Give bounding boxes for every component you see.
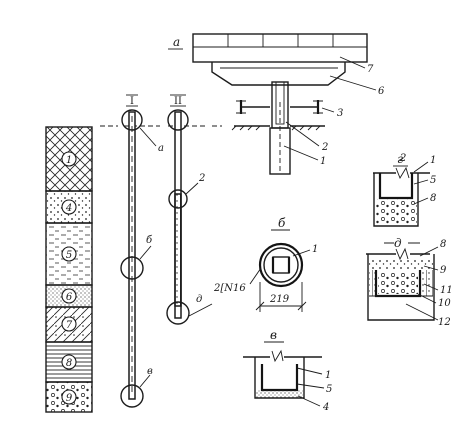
detail-d-casing xyxy=(367,254,435,321)
layer-marker-7 xyxy=(61,316,77,332)
leader-b xyxy=(139,245,152,260)
pile-1-detail-b-circle xyxy=(120,256,144,280)
detail-d-label-8: 8 xyxy=(440,239,446,250)
detail-a-label-3: 3 xyxy=(337,108,343,119)
detail-g-label-8: 8 xyxy=(430,193,436,204)
pile-1-detail-a-circle xyxy=(121,109,143,131)
detail-v: в 1 5 4 xyxy=(243,328,332,413)
detail-a-letter: а xyxy=(173,35,180,49)
grillage-beam xyxy=(211,62,346,86)
layer-label-7: 7 xyxy=(66,320,73,331)
soil-column: 1 4 5 6 7 8 9 xyxy=(45,126,93,413)
pile-2-detail-d-circle xyxy=(166,301,190,325)
layer-marker-9 xyxy=(61,389,77,405)
tube-inner xyxy=(263,247,299,283)
pile-2-label-d: д xyxy=(196,294,202,305)
slab xyxy=(192,33,368,63)
detail-a-label-7: 7 xyxy=(367,64,374,75)
detail-g-letter: г xyxy=(397,152,403,166)
detail-g-label-5: 5 xyxy=(430,175,436,186)
channel-core xyxy=(272,256,290,274)
pile-1-label-v: в xyxy=(147,366,153,377)
layer-marker-4 xyxy=(61,199,77,215)
detail-a-label-1: 1 xyxy=(320,156,326,167)
detail-g-channel xyxy=(378,173,414,200)
detail-d-label-9: 9 xyxy=(440,265,447,276)
detail-v-plug xyxy=(256,390,303,398)
detail-g-fill xyxy=(375,199,417,225)
layer-label-9: 9 xyxy=(66,393,73,404)
layer-marker-5 xyxy=(61,246,77,262)
detail-v-label-4: 4 xyxy=(322,402,329,413)
leader-v xyxy=(139,374,151,388)
pile-2: II 2 д xyxy=(166,94,213,325)
detail-b-letter: б xyxy=(278,216,286,230)
leader-2 xyxy=(185,182,199,195)
detail-a-label-6: 6 xyxy=(378,86,385,97)
detail-v-label-5: 5 xyxy=(326,384,332,395)
detail-d-label-10: 10 xyxy=(438,298,451,309)
detail-g: г 2 1 5 8 xyxy=(373,152,436,227)
tube-outer xyxy=(258,242,304,288)
layer-marker-6 xyxy=(61,288,77,304)
detail-g-label-1: 1 xyxy=(430,155,436,166)
layer-marker-1 xyxy=(61,151,77,167)
detail-a: а 7 6 3 2 1 xyxy=(168,33,385,175)
pile-1-shaft xyxy=(128,111,136,400)
detail-g-label-2: 2 xyxy=(399,153,406,164)
layer-label-4: 4 xyxy=(65,203,72,214)
detail-d-core-fill xyxy=(378,272,418,294)
detail-v-letter: в xyxy=(270,328,277,342)
detail-d-label-11: 11 xyxy=(440,285,453,296)
detail-g-casing xyxy=(373,173,419,227)
layer-label-1: 1 xyxy=(66,155,72,166)
layer-label-5: 5 xyxy=(66,250,72,261)
pile-1-numeral: I xyxy=(130,96,134,107)
detail-b: б 1 2[N16 219 xyxy=(213,216,318,312)
layer-label-6: 6 xyxy=(66,292,73,303)
detail-d-top-fill xyxy=(369,258,433,270)
pile-2-label-2: 2 xyxy=(198,173,205,184)
detail-b-channel-label: 2[N16 xyxy=(213,283,246,294)
pile-1-label-a: а xyxy=(158,143,164,154)
layer-label-8: 8 xyxy=(66,358,72,369)
detail-v-label-1: 1 xyxy=(325,370,331,381)
leader-a xyxy=(139,127,157,147)
pile-2-filled-zone xyxy=(174,193,182,307)
pile-1-label-b: б xyxy=(146,235,153,246)
detail-d-letter: д xyxy=(394,236,402,250)
detail-d: д 8 9 11 10 12 xyxy=(366,236,453,328)
layer-marker-8 xyxy=(61,354,77,370)
pile-1-detail-v-circle xyxy=(120,384,144,408)
pile-1: I а б в xyxy=(120,94,164,408)
detail-v-channel xyxy=(260,364,299,392)
pile-2-top-circle xyxy=(167,109,189,131)
leader-d xyxy=(188,303,213,317)
detail-d-label-12: 12 xyxy=(438,317,451,328)
detail-b-dimension: 219 xyxy=(269,294,290,305)
detail-b-label-1: 1 xyxy=(312,244,318,255)
pile-2-mid-circle xyxy=(168,189,188,209)
pile-2-numeral: II xyxy=(174,96,182,107)
detail-a-label-2: 2 xyxy=(321,142,328,153)
